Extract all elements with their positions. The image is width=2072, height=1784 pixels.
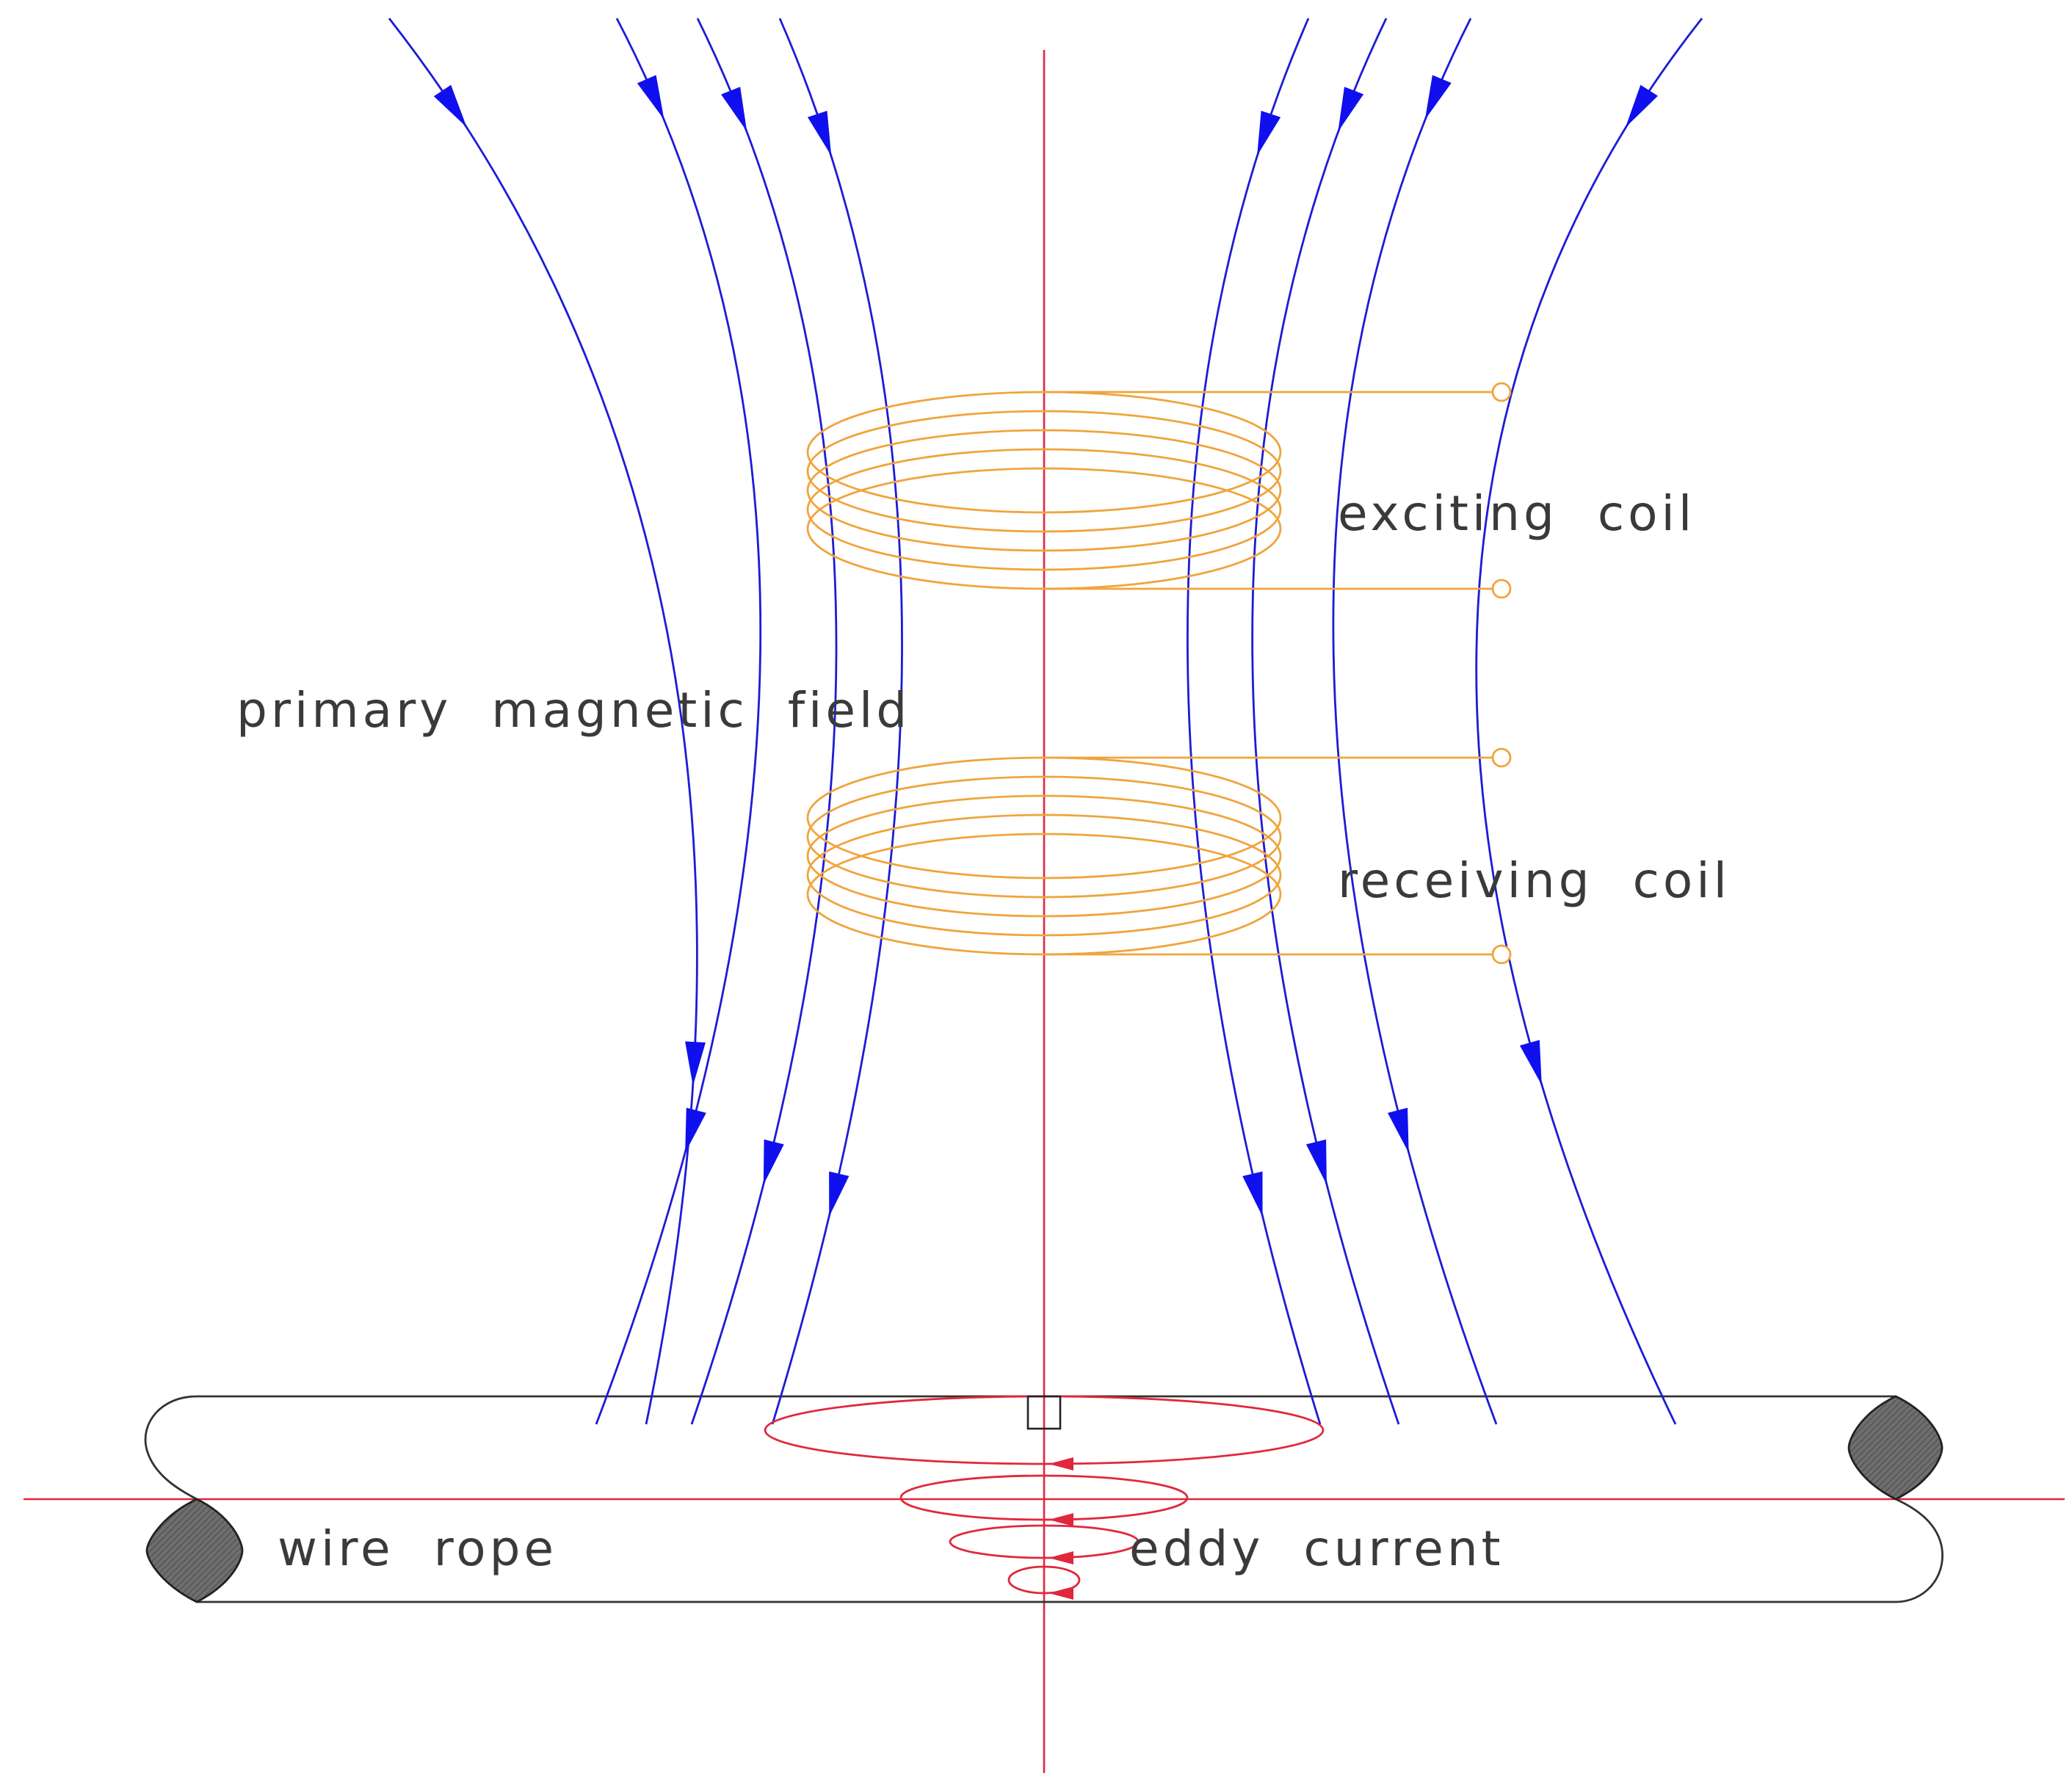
field-direction-arrow [685,1041,706,1087]
field-line [1475,18,1703,1425]
coil-turn [806,448,1282,571]
coil-turn [806,813,1282,937]
field-direction-arrow [685,1107,706,1153]
receiving-coil [806,747,1512,965]
field-direction-arrow [1338,87,1364,132]
eddy-current-arrow [1048,1457,1073,1471]
field-direction-arrow [1305,1139,1327,1185]
coil-terminal [1491,579,1512,599]
coil-turn [806,775,1282,899]
field-direction-arrow [1625,84,1658,128]
field-direction-arrow [1242,1171,1263,1217]
field-line [388,18,698,1425]
field-direction-arrow [807,110,832,156]
receiving-coil-label: receiving coil [1338,852,1731,909]
primary-magnetic-field-lines [388,18,1703,1425]
field-direction-arrow [829,1171,850,1217]
eddy-current-loop [949,1524,1140,1559]
field-direction-arrow [433,84,467,128]
field-direction-arrow [721,87,747,132]
field-direction-arrow [1257,110,1281,156]
coil-turn [806,794,1282,918]
field-line [1251,18,1400,1425]
eddy-current-label: eddy current [1129,1520,1504,1577]
field-direction-arrow [637,75,664,120]
defect-marker [1026,1395,1062,1430]
wire-rope-right-end [1847,1395,1944,1501]
eddy-current-arrow [1048,1513,1073,1526]
eddy-current-arrow [1048,1551,1073,1564]
field-line [595,18,762,1425]
eddy-current-loop [1007,1565,1081,1595]
coil-terminal [1491,382,1512,402]
field-direction-arrow [1519,1040,1542,1086]
field-line [1332,18,1498,1425]
coil-turn [806,410,1282,533]
wire-rope-label: wire rope [278,1520,557,1577]
eddy-current-loop [899,1474,1189,1521]
coil-turn [806,429,1282,552]
eddy-current-loops [764,1395,1325,1600]
exciting-coil [806,382,1512,599]
exciting-coil-label: exciting coil [1338,485,1695,542]
coil-terminal [1491,944,1512,965]
field-direction-arrow [763,1139,784,1185]
field-direction-arrow [1424,75,1452,120]
eddy-current-arrow [1048,1587,1073,1600]
field-direction-arrow [1387,1107,1409,1153]
primary-magnetic-field-label: primary magnetic field [236,682,910,739]
coil-terminal [1491,747,1512,768]
wire-rope-left-end [145,1498,244,1603]
